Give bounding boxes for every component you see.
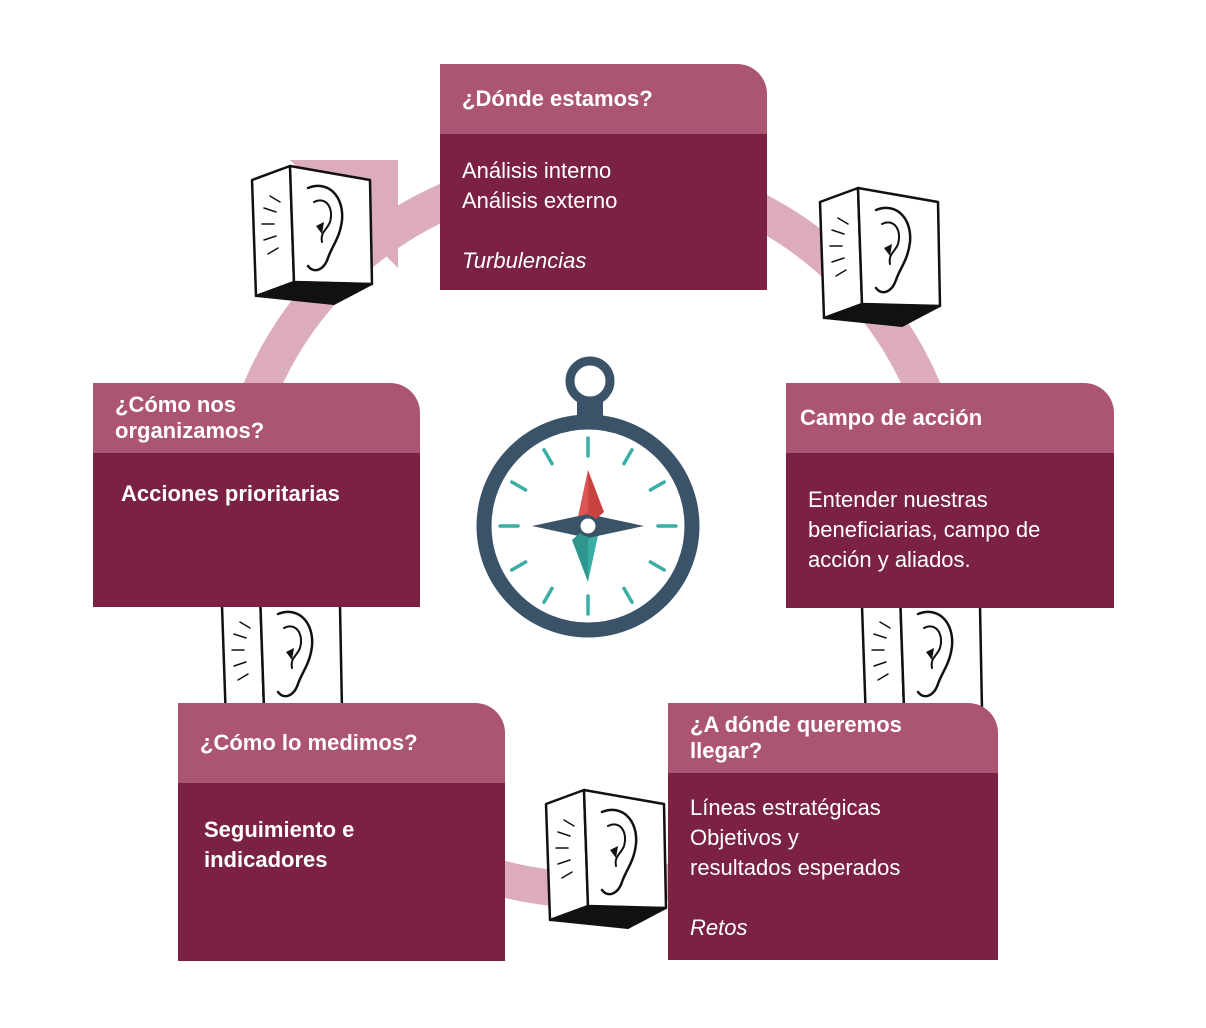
card-body: Entender nuestras beneficiarias, campo d… bbox=[786, 453, 1114, 608]
card-title-line: ¿A dónde queremos bbox=[690, 712, 902, 737]
card-header: ¿A dónde queremos llegar? bbox=[668, 703, 998, 773]
card-italic-note: Turbulencias bbox=[462, 248, 587, 273]
card-line: Líneas estratégicas bbox=[690, 795, 881, 820]
card-header: ¿Dónde estamos? bbox=[440, 64, 767, 134]
card-line: acción y aliados. bbox=[808, 547, 971, 572]
card-title-line: ¿Cómo nos bbox=[115, 392, 236, 417]
card-title: ¿Cómo lo medimos? bbox=[200, 730, 418, 755]
ear-box-icon bbox=[544, 788, 668, 930]
compass-tick bbox=[648, 560, 666, 572]
card-como-lo-medimos: ¿Cómo lo medimos? Seguimiento e indicado… bbox=[178, 703, 505, 961]
card-a-donde-queremos-llegar: ¿A dónde queremos llegar? Líneas estraté… bbox=[668, 703, 998, 960]
card-campo-de-accion: Campo de acción Entender nuestras benefi… bbox=[786, 383, 1114, 608]
card-donde-estamos: ¿Dónde estamos? Análisis interno Análisi… bbox=[440, 64, 767, 290]
compass-tick bbox=[622, 448, 634, 466]
card-body: Seguimiento e indicadores bbox=[178, 783, 505, 961]
card-line: Análisis externo bbox=[462, 188, 618, 213]
card-line: beneficiarias, campo de bbox=[808, 517, 1041, 542]
card-line: Entender nuestras bbox=[808, 487, 988, 512]
card-title-line: llegar? bbox=[690, 738, 763, 763]
compass-icon bbox=[476, 356, 700, 638]
compass-tick bbox=[510, 560, 528, 572]
compass-tick bbox=[542, 586, 554, 604]
card-como-nos-organizamos: ¿Cómo nos organizamos? Acciones priorita… bbox=[93, 383, 420, 607]
card-title: Campo de acción bbox=[800, 405, 983, 430]
compass-tick bbox=[622, 586, 634, 604]
card-title: ¿Dónde estamos? bbox=[462, 86, 653, 111]
card-line: Objetivos y bbox=[690, 825, 799, 850]
card-italic-note: Retos bbox=[690, 915, 748, 940]
ear-box-icon bbox=[250, 164, 374, 306]
card-body: Líneas estratégicas Objetivos y resultad… bbox=[668, 773, 998, 960]
card-body: Análisis interno Análisis externo Turbul… bbox=[440, 134, 767, 290]
card-line: Acciones prioritarias bbox=[121, 481, 340, 506]
card-title-line: organizamos? bbox=[115, 418, 265, 443]
card-header: ¿Cómo lo medimos? bbox=[178, 703, 505, 783]
card-body: Acciones prioritarias bbox=[93, 453, 420, 607]
ear-box-icon bbox=[818, 186, 942, 328]
card-line: Análisis interno bbox=[462, 158, 612, 183]
compass-tick bbox=[510, 480, 528, 492]
card-header: ¿Cómo nos organizamos? bbox=[93, 383, 420, 453]
card-line: Seguimiento e bbox=[204, 817, 355, 842]
compass-tick bbox=[648, 480, 666, 492]
card-line: resultados esperados bbox=[690, 855, 901, 880]
card-line: indicadores bbox=[204, 847, 328, 872]
card-header: Campo de acción bbox=[786, 383, 1114, 453]
compass-tick bbox=[542, 448, 554, 466]
